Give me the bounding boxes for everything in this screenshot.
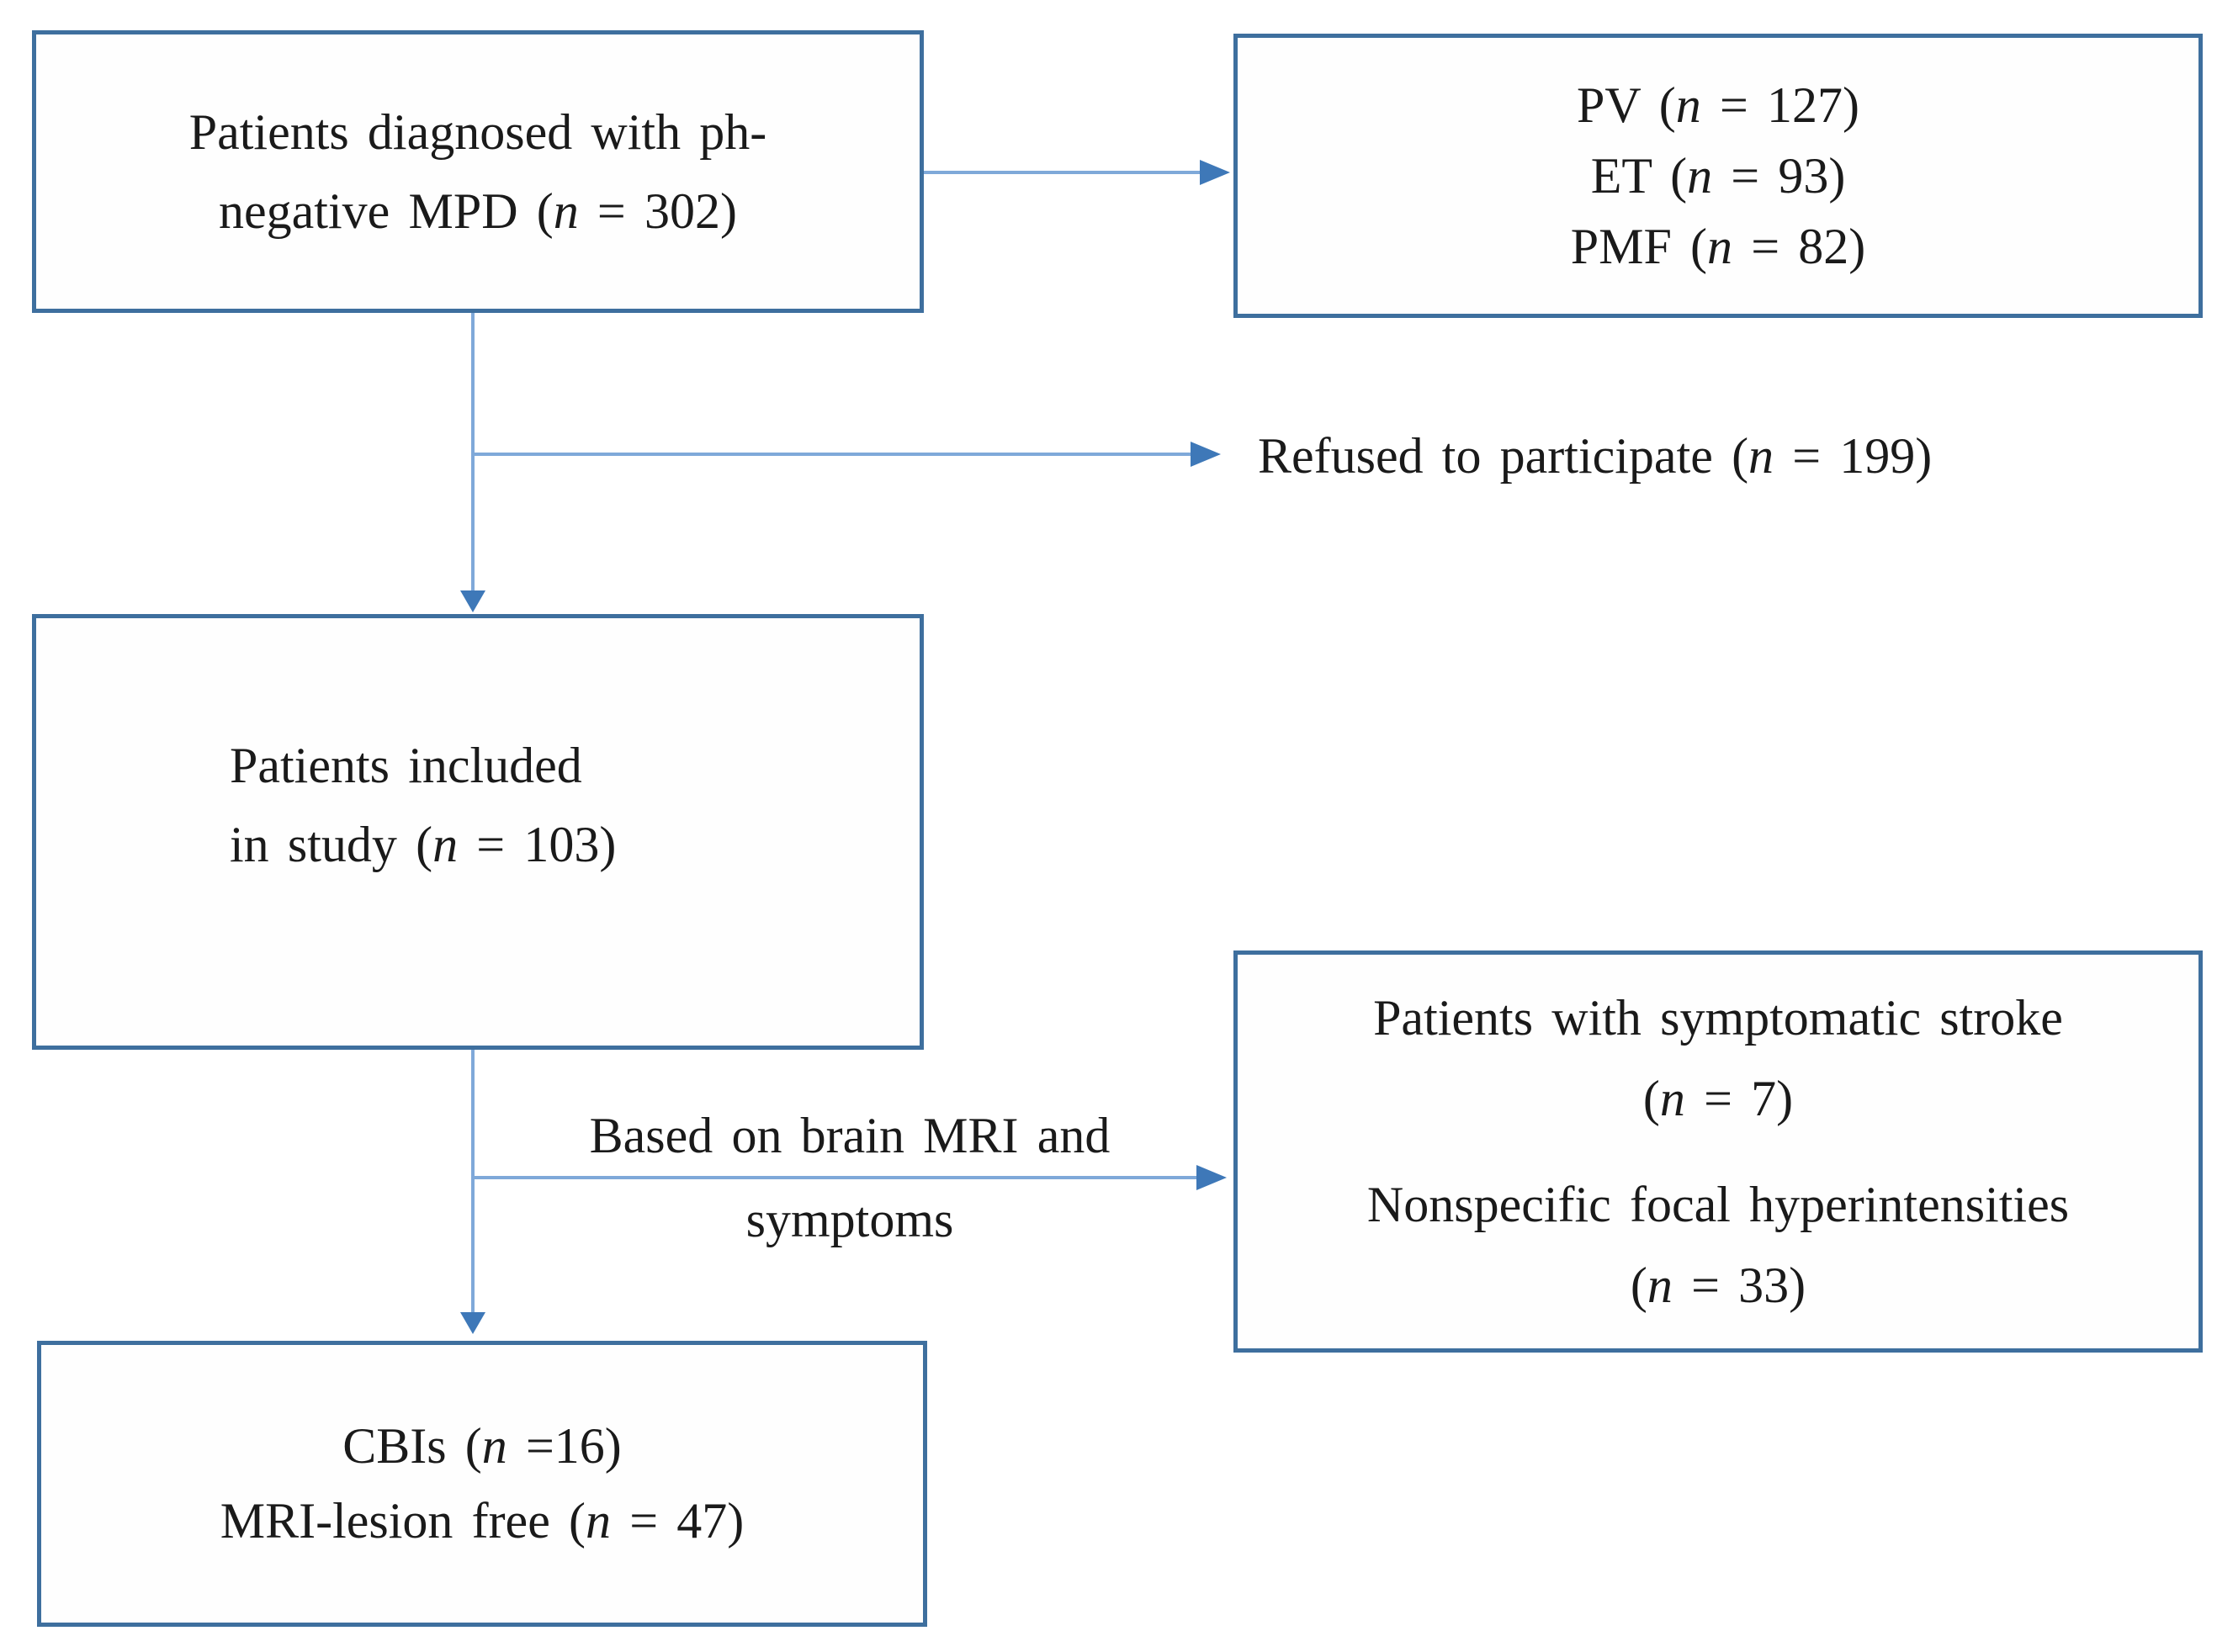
line-text: = 93) — [1712, 148, 1846, 204]
line-text: =16) — [507, 1418, 622, 1474]
n-variable: n — [432, 817, 459, 872]
line-text: Nonspecific focal hyperintensities — [1366, 1177, 2070, 1232]
connector-line — [471, 1176, 1196, 1179]
text-line: in study (n = 103) — [230, 805, 920, 884]
mri-basis-label: Based on brain MRI and symptoms — [471, 1093, 1228, 1262]
n-variable: n — [1748, 428, 1774, 484]
line-text: = 47) — [611, 1493, 745, 1549]
line-text: CBIs ( — [342, 1418, 482, 1474]
arrowhead-right — [1191, 442, 1221, 467]
text-line: Patients included — [230, 726, 920, 805]
line-text: Patients with symptomatic stroke — [1373, 990, 2063, 1046]
line-text: PMF ( — [1570, 219, 1708, 274]
line-text: negative MPD ( — [219, 183, 554, 239]
line-text: = 127) — [1700, 77, 1859, 133]
text-line: (n = 33) — [1367, 1245, 2069, 1326]
line-text: = 82) — [1732, 219, 1866, 274]
box-mri-outcome: Patients with symptomatic stroke (n = 7)… — [1233, 950, 2203, 1353]
n-variable: n — [1647, 1258, 1673, 1313]
arrowhead-right — [1196, 1165, 1227, 1190]
line-text: in study ( — [230, 817, 433, 872]
n-variable: n — [1659, 1071, 1685, 1126]
line-text: = 33) — [1672, 1258, 1806, 1313]
text-line: (n = 7) — [1373, 1058, 2063, 1139]
connector-line — [471, 1050, 475, 1314]
box-final-groups: CBIs (n =16) MRI-lesion free (n = 47) — [37, 1341, 927, 1627]
text-line: Patients with symptomatic stroke — [1373, 977, 2063, 1058]
line-text: symptoms — [745, 1192, 954, 1247]
n-variable: n — [1687, 148, 1713, 204]
text-line: PV (n = 127) — [1577, 70, 1859, 140]
line-text: Based on brain MRI and — [589, 1108, 1111, 1163]
n-variable: n — [1675, 77, 1701, 133]
text-line: PMF (n = 82) — [1571, 211, 1866, 282]
arrowhead-down — [460, 1312, 485, 1334]
line-text: Patients included — [230, 738, 582, 793]
box-mpd-subtypes: PV (n = 127) ET (n = 93) PMF (n = 82) — [1233, 34, 2203, 318]
line-text: ET ( — [1590, 148, 1688, 204]
n-variable: n — [1707, 219, 1733, 274]
line-text: = 103) — [458, 817, 617, 872]
line-text: = 302) — [578, 183, 737, 239]
arrowhead-right — [1200, 160, 1230, 185]
line-text: Patients diagnosed with ph- — [188, 104, 767, 160]
n-variable: n — [586, 1493, 612, 1549]
box-patients-included: Patients included in study (n = 103) — [32, 614, 924, 1050]
text-line: negative MPD (n = 302) — [219, 172, 737, 251]
n-variable: n — [553, 183, 579, 239]
text-line: Nonspecific focal hyperintensities — [1367, 1164, 2069, 1245]
n-variable: n — [481, 1418, 507, 1474]
line-text: MRI-lesion free ( — [220, 1493, 586, 1549]
arrowhead-down — [460, 590, 485, 612]
connector-line — [924, 171, 1201, 174]
text-line: Patients diagnosed with ph- — [189, 93, 767, 172]
line-text: PV ( — [1576, 77, 1676, 133]
refused-label: Refused to participate (n = 199) — [1258, 416, 1932, 495]
text-line: ET (n = 93) — [1591, 140, 1846, 211]
line-text: = 7) — [1684, 1071, 1794, 1126]
connector-line — [471, 453, 1192, 456]
text-line: CBIs (n =16) — [342, 1409, 622, 1484]
box-mpd-patients: Patients diagnosed with ph- negative MPD… — [32, 30, 924, 313]
line-text: Refused to participate ( — [1258, 428, 1749, 484]
line-text: ( — [1630, 1258, 1647, 1313]
paragraph: Nonspecific focal hyperintensities (n = … — [1367, 1164, 2069, 1326]
paragraph: Patients with symptomatic stroke (n = 7) — [1373, 977, 2063, 1139]
text-line: MRI-lesion free (n = 47) — [220, 1484, 744, 1559]
line-text: ( — [1642, 1071, 1660, 1126]
line-text: = 199) — [1774, 428, 1933, 484]
